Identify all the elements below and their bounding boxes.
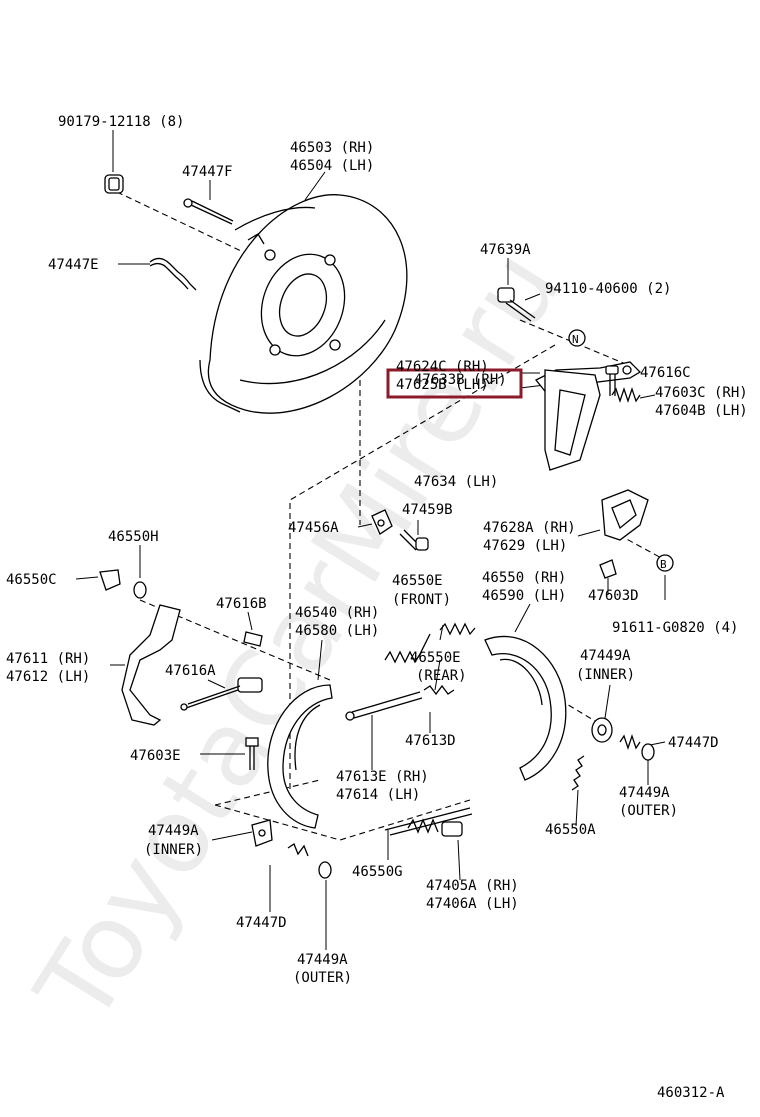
- circle-b: B: [656, 554, 674, 572]
- label-47616b: 47616B: [216, 596, 267, 612]
- label-46550e-front: 46550E: [392, 573, 443, 589]
- label-47603e: 47603E: [130, 748, 181, 764]
- label-47613d: 47613D: [405, 733, 456, 749]
- bracket-47628a: [601, 489, 649, 541]
- washer-47449a-inner-right: [591, 717, 613, 743]
- label-47447d-left: 47447D: [236, 915, 287, 931]
- spring-47447d-left: [287, 843, 309, 857]
- label-47456a: 47456A: [288, 520, 339, 536]
- pin-47603e: [245, 737, 259, 770]
- label-47624c: 47624C (RH): [396, 359, 489, 375]
- label-46540: 46540 (RH): [295, 605, 379, 621]
- bolt-90179: [104, 174, 124, 194]
- label-outer-right: (OUTER): [619, 803, 678, 819]
- washer-47449a-outer-right: [641, 743, 655, 761]
- clip-46550c: [99, 569, 121, 591]
- spring-46550e-rear: [439, 622, 476, 636]
- label-inner-left: (INNER): [144, 842, 203, 858]
- label-47604b: 47604B (LH): [655, 403, 748, 419]
- circle-b-label: B: [660, 558, 667, 571]
- label-46550c: 46550C: [6, 572, 57, 588]
- label-rear: (REAR): [416, 668, 467, 684]
- label-47449a-outer-right: 47449A: [619, 785, 670, 801]
- label-47629: 47629 (LH): [483, 538, 567, 554]
- label-46550a: 46550A: [545, 822, 596, 838]
- label-47459b: 47459B: [402, 502, 453, 518]
- label-47614: 47614 (LH): [336, 787, 420, 803]
- label-front: (FRONT): [392, 592, 451, 608]
- highlight-box: [386, 368, 523, 399]
- label-47406a: 47406A (LH): [426, 896, 519, 912]
- lever-47611: [121, 604, 181, 726]
- label-91611: 91611-G0820 (4): [612, 620, 738, 636]
- spring-47447d-right: [619, 733, 641, 751]
- spring-46550a: [571, 755, 585, 791]
- strut-47633b: [544, 369, 601, 471]
- label-47405a: 47405A (RH): [426, 878, 519, 894]
- label-47449a-outer-left: 47449A: [297, 952, 348, 968]
- adjuster-47405a: [407, 818, 463, 837]
- label-47611: 47611 (RH): [6, 651, 90, 667]
- bolt-47459b: [399, 529, 429, 551]
- part-labels: 90179-12118 (8) 46503 (RH) 46504 (LH) 47…: [6, 114, 748, 1101]
- label-47447d-right: 47447D: [668, 735, 719, 751]
- label-46504: 46504 (LH): [290, 158, 374, 174]
- bolt-47639a: [497, 287, 536, 322]
- label-47628a: 47628A (RH): [483, 520, 576, 536]
- label-inner-right: (INNER): [576, 667, 635, 683]
- label-47633b: 47633B (RH): [414, 372, 507, 388]
- washer-46550h: [133, 581, 147, 599]
- bolt-47447f: [183, 198, 234, 225]
- washer-47449a-inner-left: [251, 819, 273, 847]
- label-47449a-inner-left: 47449A: [148, 823, 199, 839]
- label-outer-left: (OUTER): [293, 970, 352, 986]
- label-46550e-rear: 46550E: [410, 650, 461, 666]
- cable-47616a: [180, 677, 263, 711]
- leader-lines: [75, 130, 666, 950]
- label-47603c: 47603C (RH): [655, 385, 748, 401]
- label-46590: 46590 (LH): [482, 588, 566, 604]
- label-90179: 90179-12118 (8): [58, 114, 184, 130]
- shoe-46540: [267, 684, 333, 829]
- label-46550g: 46550G: [352, 864, 403, 880]
- tube-47447e: [149, 257, 197, 291]
- shoe-46550: [484, 635, 567, 781]
- label-47625b: 47625B (LH): [396, 377, 489, 393]
- label-46503: 46503 (RH): [290, 140, 374, 156]
- label-47616c: 47616C: [640, 365, 691, 381]
- clip-47603d: [599, 559, 617, 579]
- label-47447f: 47447F: [182, 164, 233, 180]
- label-47603d: 47603D: [588, 588, 639, 604]
- label-46550h: 46550H: [108, 529, 159, 545]
- washer-47449a-outer-left: [318, 861, 332, 879]
- plate-47456a: [371, 509, 393, 535]
- nut-94110: N: [568, 329, 586, 347]
- label-47639a: 47639A: [480, 242, 531, 258]
- label-46580: 46580 (LH): [295, 623, 379, 639]
- pin-47616b: [243, 631, 263, 647]
- label-47612: 47612 (LH): [6, 669, 90, 685]
- spring-46550e-front: [384, 633, 431, 664]
- label-47613e: 47613E (RH): [336, 769, 429, 785]
- pin-47616c: [605, 365, 619, 396]
- spring-47613d: [423, 684, 455, 696]
- label-47447e: 47447E: [48, 257, 99, 273]
- label-47634: 47634 (LH): [414, 474, 498, 490]
- circle-n-label: N: [572, 333, 579, 346]
- figure-code: 460312-A: [657, 1085, 725, 1101]
- label-46550: 46550 (RH): [482, 570, 566, 586]
- label-94110: 94110-40600 (2): [545, 281, 671, 297]
- spring-47613e: [345, 691, 423, 721]
- backing-plate-46503: [199, 194, 408, 414]
- label-47449a-inner-right: 47449A: [580, 648, 631, 664]
- spring-47603c: [611, 386, 641, 404]
- label-47616a: 47616A: [165, 663, 216, 679]
